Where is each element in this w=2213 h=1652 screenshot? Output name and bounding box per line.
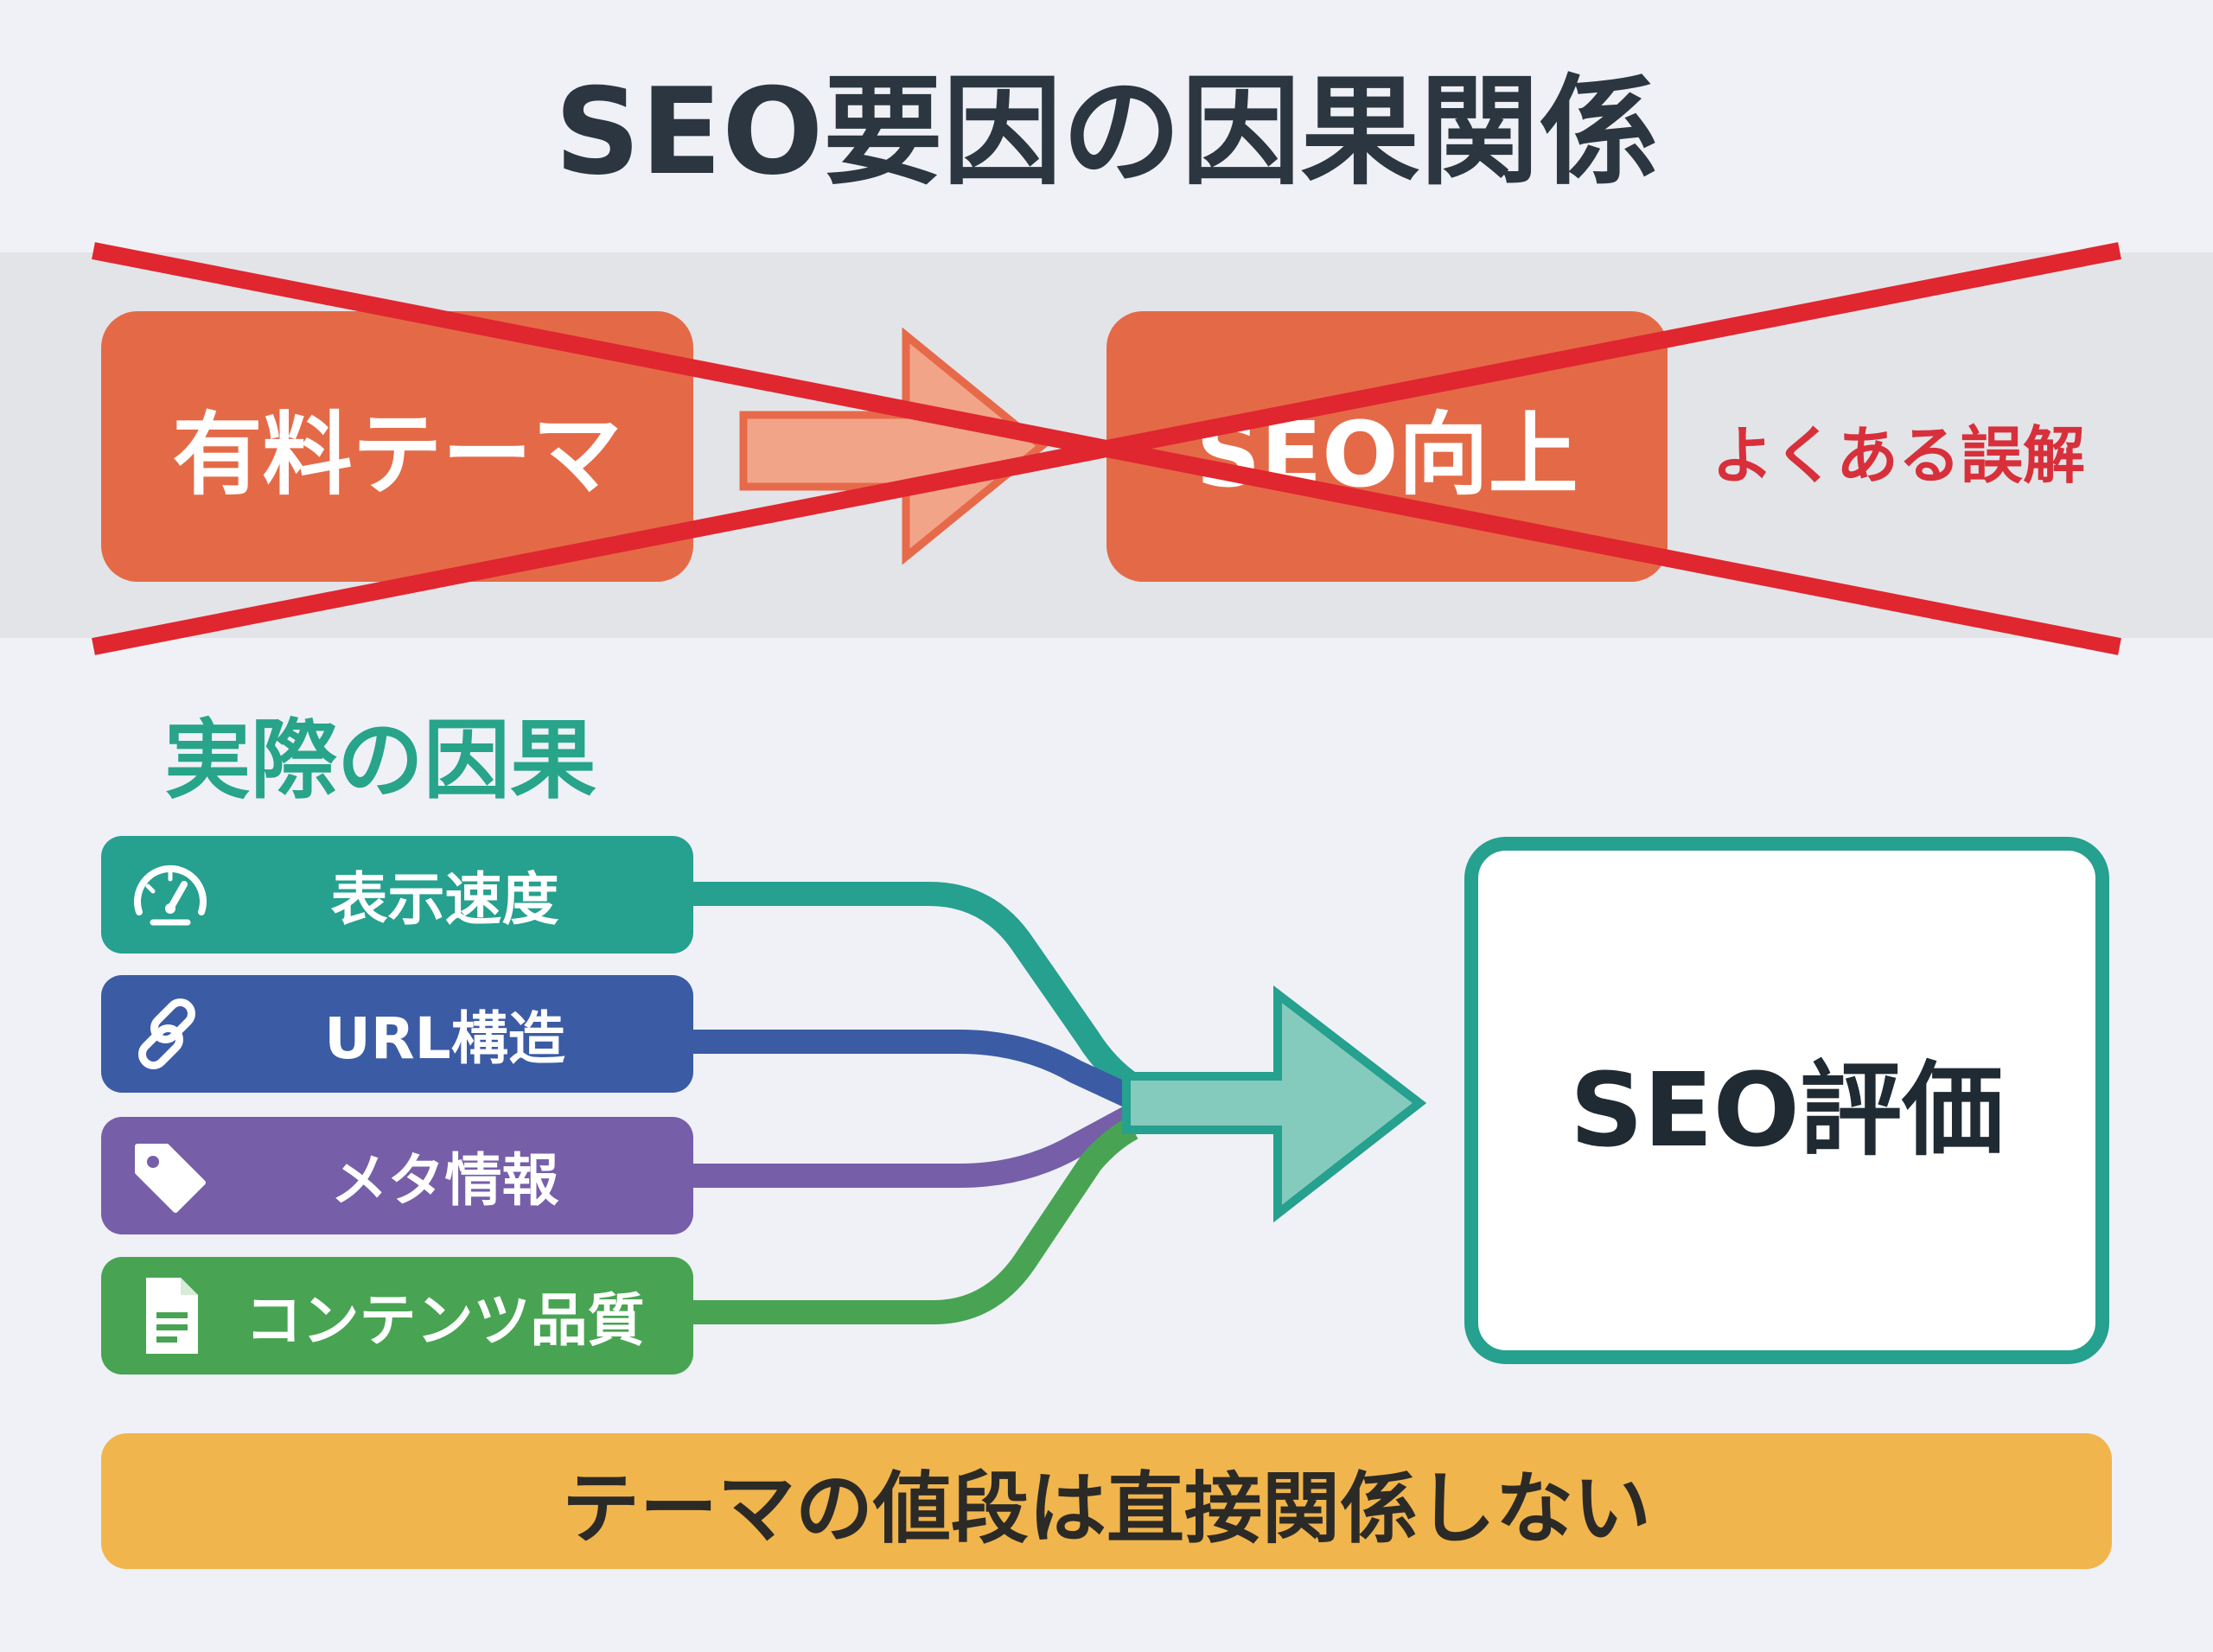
- factor-url-structure: URL構造: [101, 975, 693, 1093]
- seo-evaluation-box: SEO評価: [1464, 837, 2109, 1364]
- conclusion-text: テーマの値段は直接関係しない: [562, 1463, 1651, 1554]
- conclusion-banner: テーマの値段は直接関係しない: [101, 1433, 2112, 1569]
- seo-evaluation-label: SEO評価: [1570, 1049, 2004, 1170]
- main-arrow: [1122, 985, 1427, 1223]
- connector-speed: [692, 882, 1140, 1095]
- factor-label: 表示速度: [330, 866, 559, 933]
- page-title: SEO要因の因果関係: [554, 62, 1659, 201]
- factor-label: URL構造: [324, 1005, 565, 1072]
- document-icon: [146, 1278, 198, 1354]
- speedometer-icon: [134, 864, 207, 926]
- tag-icon: [135, 1144, 206, 1213]
- factor-display-speed: 表示速度: [101, 836, 693, 954]
- link-icon: [138, 998, 195, 1069]
- factor-content-quality: コンテンツ品質: [101, 1257, 693, 1375]
- factor-meta-info: メタ情報: [101, 1117, 693, 1234]
- misconception-tag: よくある誤解: [1712, 419, 2086, 492]
- connector-meta: [692, 1104, 1138, 1188]
- cross-line-2: [92, 242, 2121, 655]
- paid-theme-box: 有料テーマ: [101, 311, 693, 582]
- factor-label: コンテンツ品質: [245, 1287, 645, 1354]
- actual-causality-title: 実際の因果: [164, 710, 596, 811]
- paid-theme-label: 有料テーマ: [172, 402, 622, 507]
- connector-url: [692, 1030, 1138, 1109]
- connector-content: [692, 1117, 1138, 1324]
- factor-label: メタ情報: [330, 1147, 559, 1214]
